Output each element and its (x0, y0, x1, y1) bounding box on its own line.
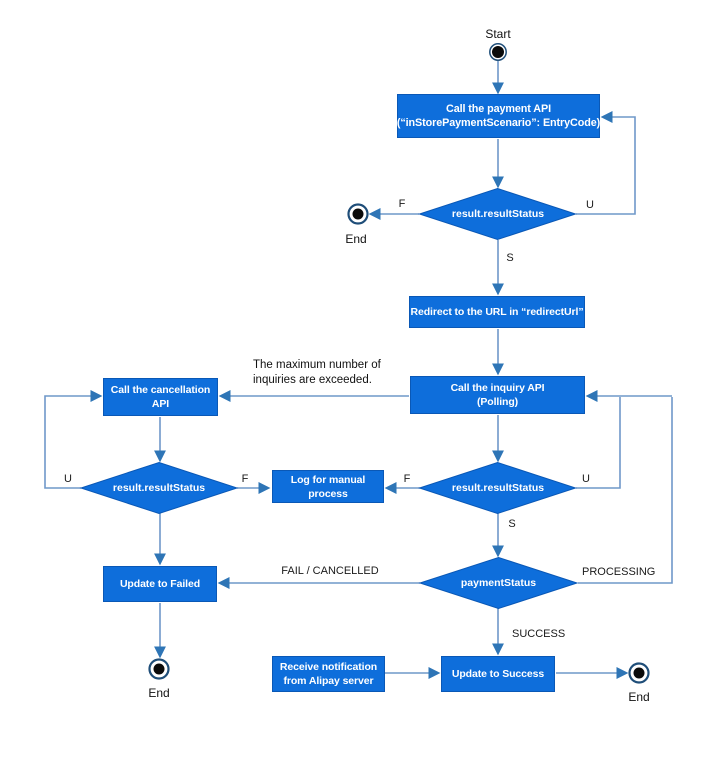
edge-label-processing: PROCESSING (582, 566, 656, 578)
end-right-label: End (628, 690, 650, 704)
cancellation-api-node: Call the cancellation API (103, 378, 218, 416)
start-terminal (489, 43, 507, 61)
decision-cancel-result-shape (79, 461, 239, 515)
decision-payment-result-shape (417, 187, 578, 241)
edge-label-d1-f: F (398, 198, 406, 210)
edge-decision2-u-loop-to-cancellation (44, 390, 103, 489)
inquiry-line2: (Polling) (476, 396, 519, 408)
edge-processing-loop (578, 397, 673, 584)
edge-decision3-u-loop (576, 397, 621, 489)
edge-label-d3-s: S (508, 518, 516, 530)
edge-label-d3-f: F (403, 473, 411, 485)
max-inquiries-note-line1: The maximum number of (253, 359, 381, 371)
cancellation-line1: Call the cancellation (110, 384, 211, 396)
update-failed-line1: Update to Failed (119, 578, 201, 590)
edge-label-success: SUCCESS (512, 628, 566, 640)
redirect-node: Redirect to the URL in “redirectUrl” (409, 296, 585, 328)
end-left-label: End (148, 686, 170, 700)
inquiry-line1: Call the inquiry API (450, 382, 545, 394)
max-inquiries-note: The maximum number of inquiries are exce… (253, 358, 381, 388)
update-success-line1: Update to Success (451, 668, 545, 680)
edge-label-d1-u: U (586, 199, 594, 211)
payment-api-line1: Call the payment API (446, 103, 551, 115)
log-manual-line1: Log for manual (290, 473, 366, 486)
log-manual-node: Log for manual process (272, 470, 384, 503)
end-terminal-right (628, 662, 650, 684)
edge-decision1-u-loop-to-payment (576, 111, 636, 215)
redirect-line1: Redirect to the URL in “redirectUrl” (410, 306, 584, 318)
receive-notification-node: Receive notification from Alipay server (272, 656, 385, 692)
start-label: Start (485, 27, 511, 41)
max-inquiries-note-line2: inquiries are exceeded. (253, 374, 372, 386)
edge-label-d1-s: S (506, 252, 514, 264)
end-top-label: End (345, 232, 367, 246)
update-success-node: Update to Success (441, 656, 555, 692)
end-terminal-left (148, 658, 170, 680)
update-failed-node: Update to Failed (103, 566, 217, 602)
edge-label-d2-u: U (64, 473, 72, 485)
decision-inquiry-result-shape (417, 461, 578, 515)
end-terminal-top (347, 203, 369, 225)
edge-label-d3-u: U (582, 473, 590, 485)
log-manual-line2: process (308, 487, 348, 500)
payment-api-node: Call the payment API (“inStorePaymentSce… (397, 94, 600, 138)
receive-notification-line1: Receive notification (279, 661, 378, 673)
inquiry-api-node: Call the inquiry API (Polling) (410, 376, 585, 414)
payment-api-line2: (“inStorePaymentScenario”: EntryCode) (396, 117, 601, 129)
decision-payment-status-shape (418, 556, 579, 610)
edge-label-d2-f: F (241, 473, 249, 485)
receive-notification-line2: from Alipay server (283, 675, 374, 687)
cancellation-line2: API (151, 398, 170, 410)
edge-label-fail-cancelled: FAIL / CANCELLED (281, 565, 379, 577)
